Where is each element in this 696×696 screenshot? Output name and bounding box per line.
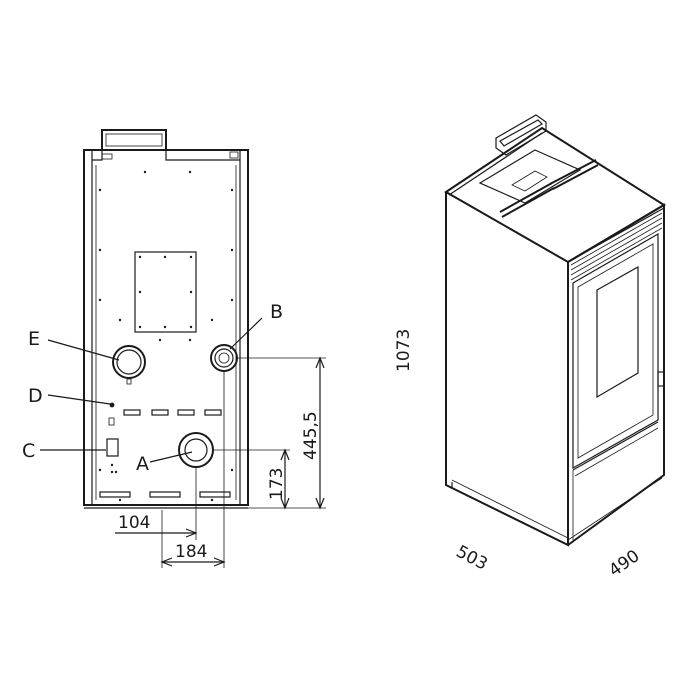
vent-slots [123,409,222,416]
port-e-air-inlet [112,345,146,385]
port-a-outlet [178,432,214,468]
dim-label-490: 490 [605,546,643,581]
dim-height-a [212,448,290,510]
rear-body-outline [83,149,249,509]
dim-height-b [236,356,326,510]
dim-label-1073: 1073 [394,329,414,372]
callout-leaders [40,317,263,463]
isometric-view [444,114,666,547]
dim-label-173: 173 [267,468,287,500]
iso-front-panel [567,203,665,546]
screw-holes [98,170,234,502]
iso-top-surface [444,126,666,264]
rear-view: E B D C A 445,5 173 104 [22,129,326,568]
dim-label-503: 503 [453,542,491,575]
iso-base [445,477,663,545]
callout-label-c: C [22,440,35,462]
bottom-slots [99,491,231,498]
iso-left-side [445,192,569,547]
inspection-plate [134,251,197,333]
dim-label-184: 184 [175,542,207,562]
dim-label-445-5: 445,5 [301,411,321,460]
callout-label-a: A [136,453,149,475]
port-c-socket [106,438,119,474]
dim-offset-b [160,371,226,568]
dim-offset-a [115,467,198,540]
port-b-flue-outlet [210,344,238,372]
callout-label-b: B [270,301,283,323]
port-d-fitting [108,402,115,426]
callout-label-d: D [28,385,43,407]
rear-top-handle [101,129,167,151]
dim-label-104: 104 [118,513,150,533]
callout-label-e: E [28,328,40,350]
